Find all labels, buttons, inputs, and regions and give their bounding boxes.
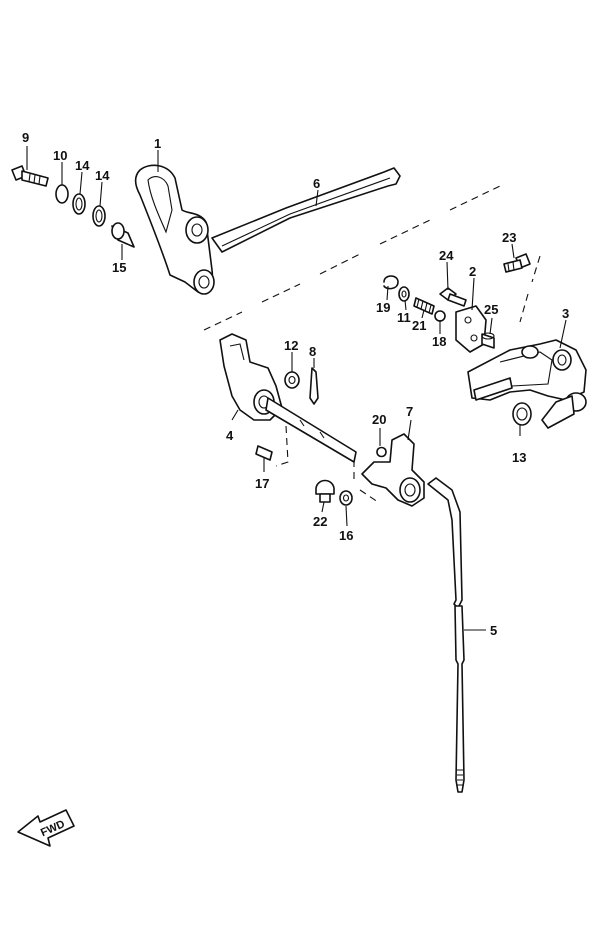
part-15-bushing [111,222,135,248]
part-3-housing [467,339,587,429]
part-12-washer [284,371,300,389]
part-20-clip [376,446,387,458]
forward-arrow-icon: FWD [17,809,75,847]
part-7-arm [361,433,425,507]
callout-9: 9 [22,130,29,145]
callout-13: 13 [512,450,526,465]
assembly-line-lever [203,185,501,331]
callout-25: 25 [484,302,498,317]
callout-23: 23 [502,230,516,245]
callout-24: 24 [439,248,454,263]
assembly-line-pin [275,425,289,467]
assembly-line-arm [353,460,379,503]
part-2-plate [455,305,487,353]
part-16-washer [339,490,353,506]
callout-1: 1 [154,136,161,151]
part-11-washer [398,286,410,302]
part-22-pin [315,479,335,503]
callout-6: 6 [313,176,320,191]
callout-17: 17 [255,476,269,491]
part-5-rod [427,477,465,793]
part-25-bushing [481,332,495,349]
part-6-rod [211,167,401,253]
callout-8: 8 [309,344,316,359]
callout-12: 12 [284,338,298,353]
leader-lines [26,146,567,631]
part-13-o-ring [512,402,532,426]
part-10-washer [55,184,69,204]
callout-22: 22 [313,514,327,529]
part-19-circlip [383,275,399,290]
part-1-lever [134,164,215,295]
callout-18: 18 [432,334,446,349]
part-9-bolt [11,165,49,187]
callout-14b: 14 [95,168,110,183]
callout-21: 21 [412,318,426,333]
part-14-o-rings [72,193,106,227]
callout-5: 5 [490,623,497,638]
callout-2: 2 [469,264,476,279]
part-24-bolt [439,287,467,307]
callout-11: 11 [397,310,411,325]
assembly-line-housing [519,255,541,323]
callout-4: 4 [226,428,234,443]
part-8-cotter-pin [309,367,319,405]
callout-labels: 9 10 14 14 15 1 6 23 24 2 3 19 11 21 25 … [22,130,569,638]
part-23-bolt [503,253,531,273]
part-17-pin [255,445,273,461]
callout-15: 15 [112,260,126,275]
callout-19: 19 [376,300,390,315]
callout-7: 7 [406,404,413,419]
callout-14a: 14 [75,158,90,173]
callout-10: 10 [53,148,67,163]
part-18-ball [434,310,446,322]
callout-16: 16 [339,528,353,543]
part-21-spring [413,297,435,315]
callout-20: 20 [372,412,386,427]
part-4-bracket [219,333,357,463]
callout-3: 3 [562,306,569,321]
